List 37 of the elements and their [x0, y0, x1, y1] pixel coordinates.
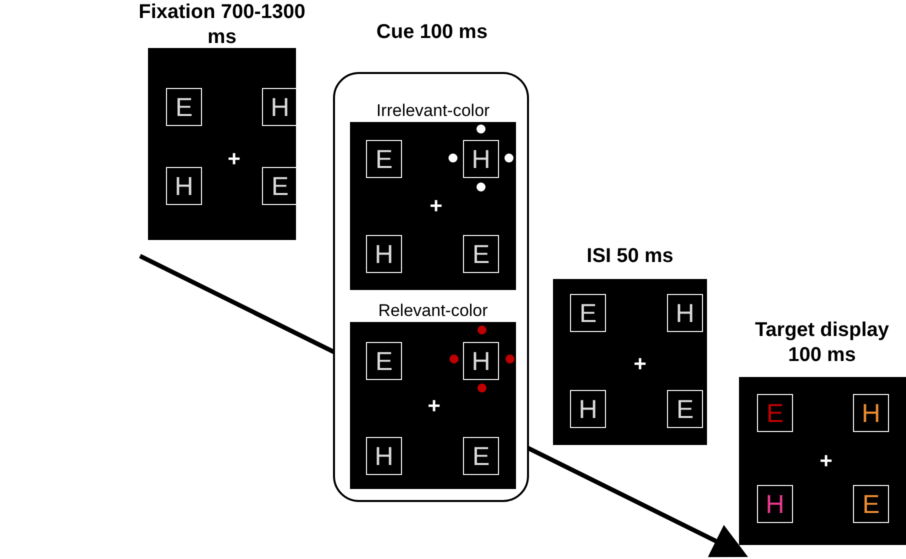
letter-box: H [262, 88, 298, 126]
display-screen [148, 48, 296, 240]
cue-type-label: Irrelevant-color [376, 101, 490, 120]
fixation-cross: + [428, 395, 440, 417]
letter-box: E [570, 294, 606, 332]
screen-caption: Cue 100 ms [375, 20, 489, 45]
letter-box: H [667, 294, 703, 332]
letter-box: E [853, 485, 889, 523]
letter-box: H [366, 437, 402, 475]
letter-box: E [366, 140, 402, 178]
fixation-cross: + [430, 195, 442, 217]
letter-box: E [667, 390, 703, 428]
letter-box: E [262, 167, 298, 205]
cue-type-label: Relevant-color [378, 301, 488, 320]
letter-box: H [366, 235, 402, 273]
letter-box: H [853, 394, 889, 432]
letter-box: H [570, 390, 606, 428]
screen-caption: Fixation 700-1300 ms [138, 0, 306, 50]
cue-panel [333, 72, 529, 502]
letter-box: H [166, 167, 202, 205]
display-screen [350, 322, 516, 489]
screen-caption: ISI 50 ms [586, 244, 674, 269]
letter-box: H [463, 342, 499, 380]
fixation-cross: + [634, 353, 646, 375]
letter-box: E [166, 88, 202, 126]
fixation-cross: + [820, 450, 832, 472]
fixation-cross: + [228, 148, 240, 170]
letter-box: E [463, 235, 499, 273]
letter-box: H [463, 140, 499, 178]
letter-box: E [463, 437, 499, 475]
letter-box: E [366, 342, 402, 380]
display-screen [350, 122, 516, 290]
screen-caption: Target display 100 ms [754, 318, 890, 368]
display-screen [553, 279, 707, 445]
display-screen [739, 377, 906, 545]
letter-box: H [757, 485, 793, 523]
letter-box: E [757, 394, 793, 432]
